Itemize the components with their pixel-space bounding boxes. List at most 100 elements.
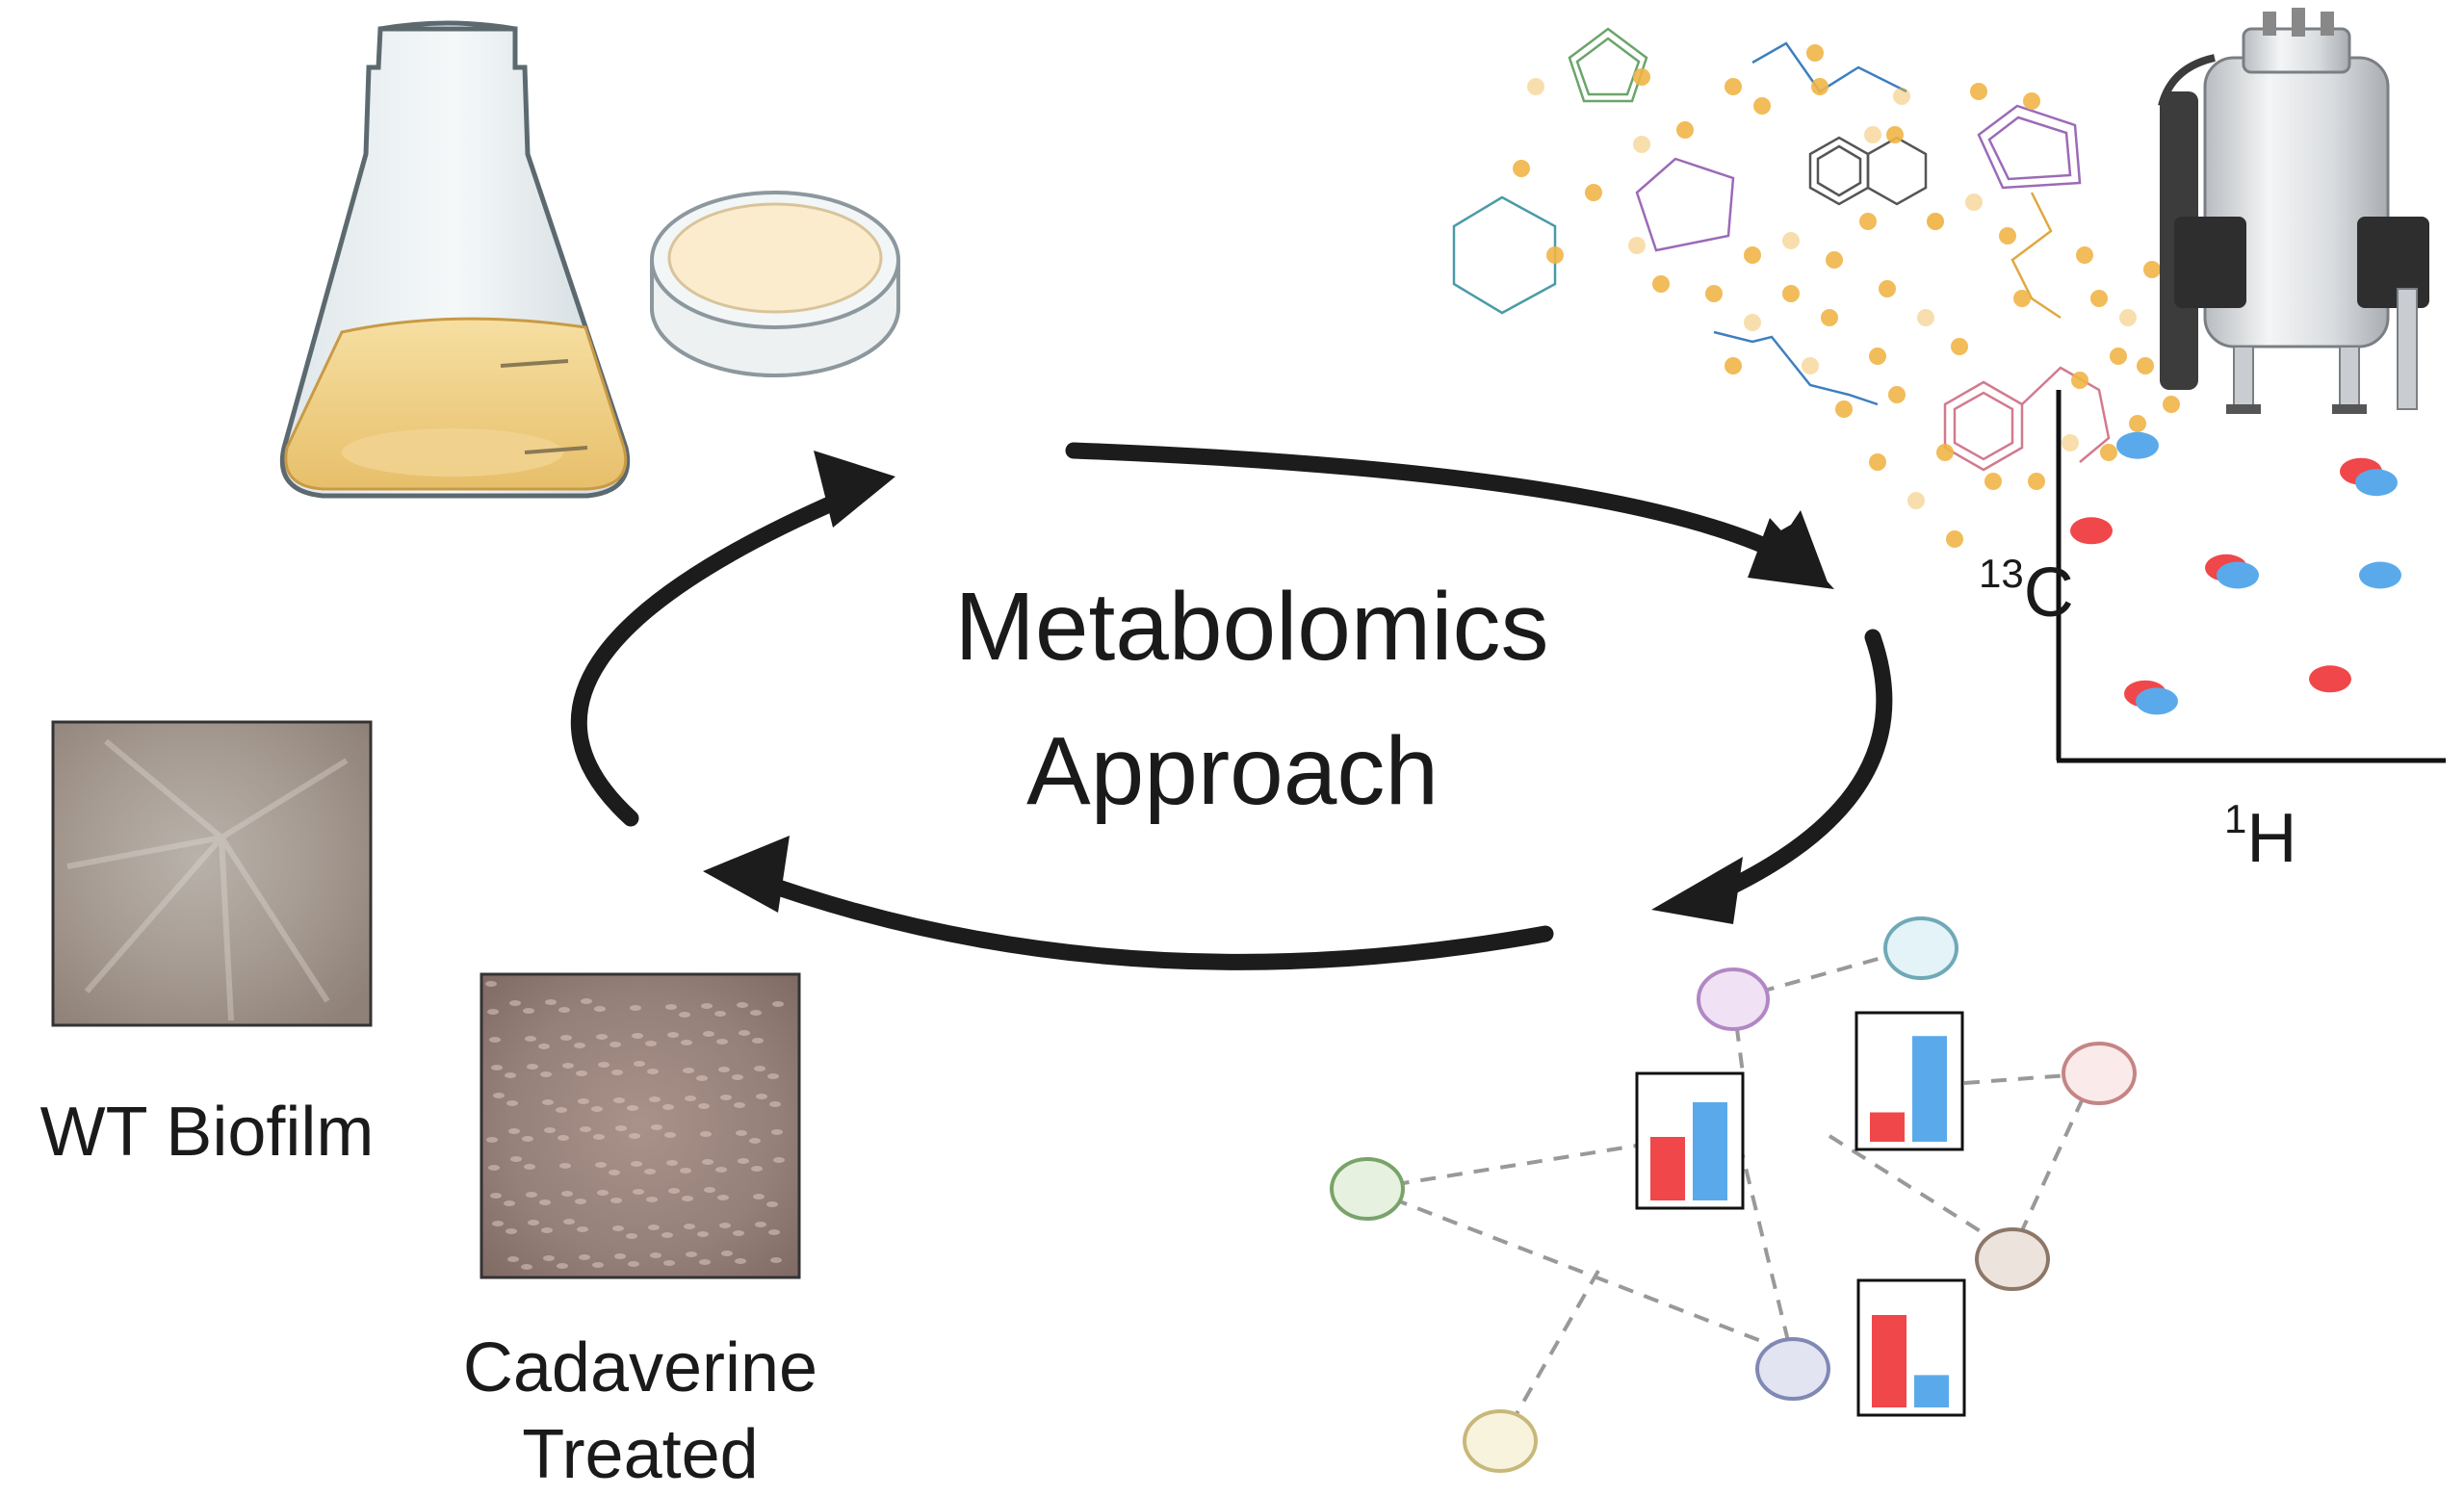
metabolite-dot bbox=[2129, 415, 2146, 432]
pentagon-structure-icon bbox=[1568, 27, 1648, 103]
texture-speck bbox=[716, 1039, 728, 1045]
chain-structure-icon bbox=[1713, 330, 1879, 406]
texture-speck bbox=[493, 1093, 505, 1098]
metabolite-dot bbox=[2076, 246, 2093, 264]
texture-speck bbox=[700, 1131, 712, 1137]
texture-speck bbox=[521, 1264, 532, 1270]
metabolite-dot bbox=[1802, 357, 1819, 374]
metabolite-dot bbox=[1725, 78, 1742, 95]
texture-speck bbox=[703, 1031, 714, 1037]
texture-speck bbox=[525, 1036, 536, 1042]
texture-speck bbox=[756, 1094, 767, 1099]
texture-speck bbox=[681, 1040, 692, 1045]
metabolite-dot bbox=[1907, 492, 1925, 509]
texture-speck bbox=[734, 1102, 745, 1108]
metabolite-dot bbox=[1835, 400, 1853, 418]
metabolite-dot bbox=[1893, 88, 1910, 105]
arrow-head-right bbox=[1651, 857, 1743, 924]
metabolite-dot bbox=[2028, 473, 2045, 490]
cadaverine-treated-image bbox=[480, 972, 801, 1279]
texture-speck bbox=[544, 1127, 556, 1133]
texture-speck bbox=[591, 1106, 603, 1112]
diagram-title-line1: Metabolomics bbox=[955, 573, 1549, 681]
texture-speck bbox=[667, 1032, 679, 1038]
metabolite-dot bbox=[1927, 213, 1944, 230]
texture-speck bbox=[507, 1256, 519, 1262]
diagram-title-line2: Approach bbox=[1026, 717, 1439, 825]
metabolite-dot bbox=[2100, 444, 2117, 461]
metabolite-dot bbox=[1546, 246, 1564, 264]
metabolite-dot bbox=[1744, 314, 1761, 331]
texture-speck bbox=[576, 1070, 587, 1076]
texture-speck bbox=[721, 1251, 733, 1256]
texture-speck bbox=[718, 1067, 730, 1072]
texture-speck bbox=[578, 1098, 589, 1104]
texture-speck bbox=[509, 1000, 521, 1006]
wt-biofilm-image bbox=[51, 720, 373, 1027]
metabolite-dot bbox=[1676, 121, 1694, 139]
texture-speck bbox=[491, 1065, 503, 1070]
metabolite-dot bbox=[1984, 473, 2002, 490]
bar-blue bbox=[1914, 1375, 1949, 1407]
texture-speck bbox=[696, 1075, 708, 1081]
texture-speck bbox=[592, 1262, 604, 1268]
texture-speck bbox=[714, 1011, 726, 1017]
texture-speck bbox=[715, 1167, 727, 1173]
nmr-x-axis-label: 1H bbox=[2224, 796, 2296, 877]
texture-speck bbox=[679, 1012, 690, 1018]
texture-speck bbox=[752, 1038, 764, 1044]
texture-speck bbox=[609, 1170, 620, 1175]
texture-speck bbox=[485, 981, 497, 987]
bar-red bbox=[1870, 1112, 1905, 1142]
metabolite-dot bbox=[1753, 97, 1771, 115]
nmr-peak-red bbox=[2070, 517, 2113, 545]
nmr-peak-blue bbox=[2355, 469, 2398, 497]
texture-speck bbox=[749, 1138, 761, 1144]
network-node bbox=[1697, 967, 1770, 1031]
texture-speck bbox=[772, 1001, 784, 1007]
metabolite-dot bbox=[1936, 444, 1954, 461]
texture-speck bbox=[739, 1030, 750, 1036]
texture-speck bbox=[541, 1227, 553, 1233]
bar-blue bbox=[1693, 1102, 1727, 1200]
texture-speck bbox=[487, 1009, 499, 1015]
texture-speck bbox=[559, 1163, 571, 1169]
texture-speck bbox=[595, 1162, 607, 1168]
metabolite-dot bbox=[1652, 275, 1670, 293]
metabolite-dot bbox=[1869, 348, 1886, 365]
texture-speck bbox=[683, 1068, 694, 1073]
texture-speck bbox=[634, 1061, 645, 1067]
texture-speck bbox=[645, 1041, 657, 1046]
texture-speck bbox=[697, 1231, 709, 1237]
metabolite-dot bbox=[2110, 348, 2127, 365]
texture-speck bbox=[684, 1224, 695, 1229]
metabolite-dot bbox=[1869, 453, 1886, 471]
network-node bbox=[1463, 1409, 1538, 1473]
metabolite-dot bbox=[1821, 309, 1838, 326]
metabolite-dots bbox=[1513, 44, 2180, 548]
texture-speck bbox=[661, 1232, 673, 1238]
naphthalene-structure-icon bbox=[1808, 136, 1928, 206]
texture-speck bbox=[699, 1259, 711, 1265]
metabolite-dot bbox=[1705, 285, 1723, 302]
texture-speck bbox=[626, 1233, 637, 1239]
metabolite-dot bbox=[1633, 136, 1650, 153]
metabolite-dot bbox=[1513, 160, 1530, 177]
metabolite-dot bbox=[1527, 78, 1544, 95]
texture-speck bbox=[527, 1064, 538, 1070]
texture-speck bbox=[738, 1158, 749, 1164]
nmr-spectrometer-icon bbox=[2158, 8, 2429, 414]
metabolite-dot bbox=[1951, 338, 1968, 355]
metabolite-dot bbox=[1888, 386, 1906, 403]
texture-speck bbox=[720, 1095, 732, 1100]
texture-speck bbox=[526, 1192, 537, 1198]
texture-speck bbox=[597, 1190, 609, 1196]
pentagon-structure-icon bbox=[1635, 157, 1735, 252]
texture-speck bbox=[561, 1191, 573, 1197]
texture-speck bbox=[701, 1003, 713, 1009]
metabolite-dot bbox=[1725, 357, 1742, 374]
metabolite-dot bbox=[2023, 92, 2040, 110]
texture-speck bbox=[556, 1107, 567, 1113]
texture-speck bbox=[523, 1008, 534, 1014]
nmr-peak-blue bbox=[2136, 687, 2178, 715]
